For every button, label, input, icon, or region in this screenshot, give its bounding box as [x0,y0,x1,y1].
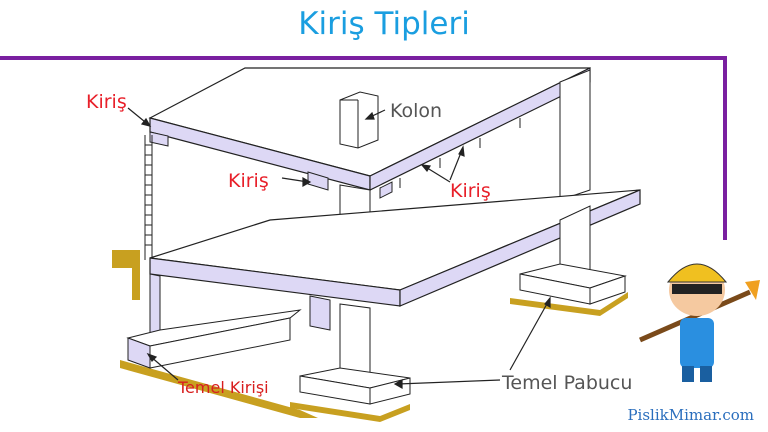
label-temel-pabucu: Temel Pabucu [502,372,633,394]
ground-right [510,292,628,316]
frame-line [0,56,727,240]
upper-beam-ribs [379,181,393,199]
watermark: PislikMimar.com [627,406,754,424]
label-kiris-mid: Kiriş [228,170,269,192]
label-temel-kirisi: Temel Kirişi [178,378,269,397]
ground-left [112,250,140,300]
ground-center [290,402,410,422]
label-kiris-right: Kiriş [450,180,491,202]
ground-bottom [120,360,318,418]
foundation-beam-side [149,317,291,369]
mascot-icon [639,263,760,382]
label-kolon: Kolon [390,100,443,122]
kolon-stub [339,91,379,149]
label-kiris-top-left: Kiriş [86,91,127,113]
footing-right-right [589,275,626,305]
page-title: Kiriş Tipleri [298,6,470,42]
column-right-upper [559,69,591,201]
upper-beam-left [149,131,169,147]
upper-beam-mid [307,171,329,191]
lower-beam [309,295,331,331]
